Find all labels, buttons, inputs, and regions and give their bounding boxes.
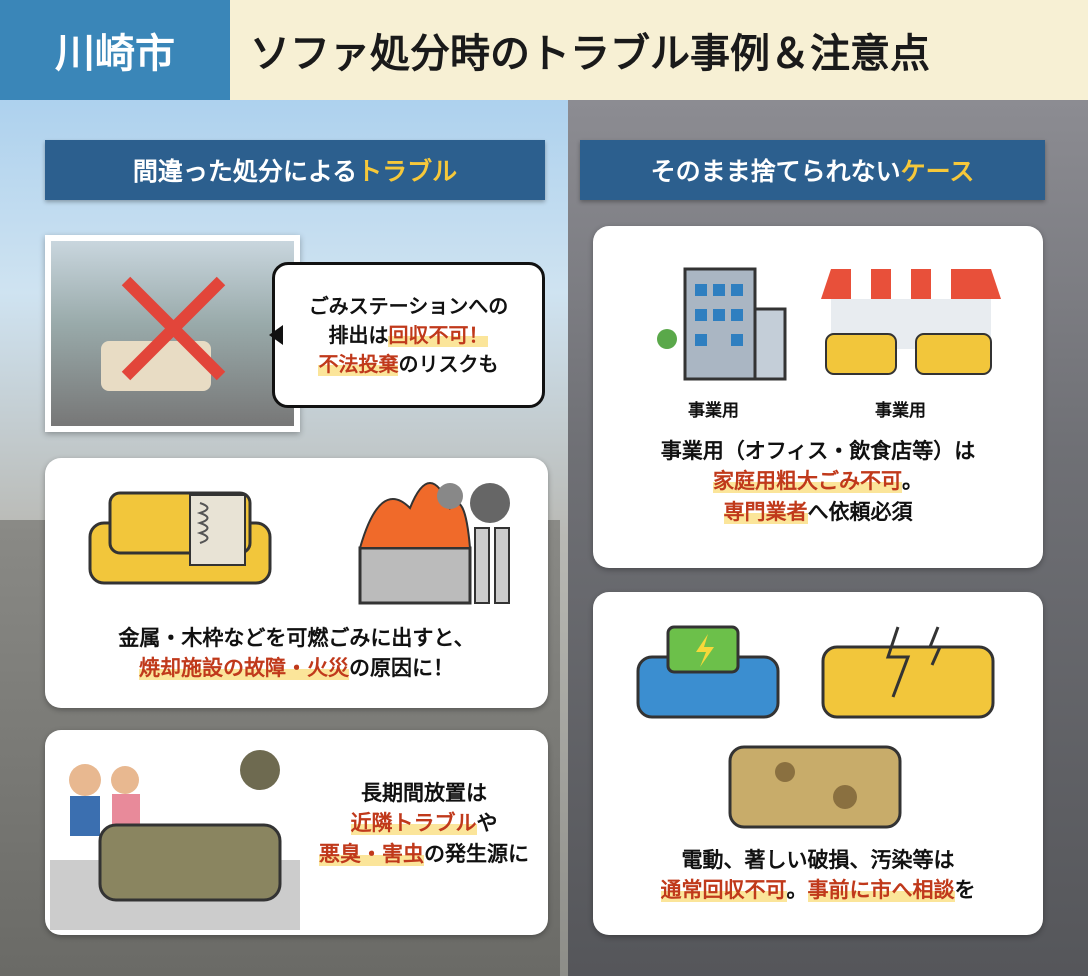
text-line: 近隣トラブルや xyxy=(300,808,548,838)
electric-sofa-icon xyxy=(636,625,780,719)
text-segment: 電動、著しい破損、汚染等は xyxy=(681,848,955,872)
text-line: 金属・木枠などを可燃ごみに出すと、 xyxy=(45,623,548,653)
text-segment: 。 xyxy=(902,469,923,494)
card-text: 金属・木枠などを可燃ごみに出すと、焼却施設の故障・火災の原因に！ xyxy=(45,623,548,684)
highlight-text: 不法投棄 xyxy=(318,351,399,376)
right-section-banner: そのまま捨てられないケース xyxy=(580,140,1045,200)
left-section-banner: 間違った処分によるトラブル xyxy=(45,140,545,200)
cross-mark-icon xyxy=(121,276,226,381)
highlight-text: 通常回収不可 xyxy=(660,878,787,903)
text-segment: や xyxy=(476,811,498,836)
text-line: 通常回収不可。事前に市へ相談を xyxy=(593,875,1043,905)
banner-text: そのまま捨てられない xyxy=(650,157,901,186)
card-text: 電動、著しい破損、汚染等は通常回収不可。事前に市へ相談を xyxy=(593,845,1043,906)
text-line: 長期間放置は xyxy=(300,778,548,808)
text-segment: の原因に！ xyxy=(349,656,454,681)
card-business-use: 事業用 事業用 事業用（オフィス・飲食店等）は家庭用粗大ごみ不可。専門業者へ依頼… xyxy=(593,226,1043,568)
text-line: 事業用（オフィス・飲食店等）は xyxy=(593,436,1043,466)
restaurant-icon xyxy=(821,269,1001,375)
page-title: ソファ処分時のトラブル事例＆注意点 xyxy=(230,0,1088,100)
text-line: 排出は回収不可！ xyxy=(309,321,509,350)
text-segment: の発生源に xyxy=(424,841,529,866)
banner-accent: トラブル xyxy=(357,157,458,186)
neglected-sofa-illustration xyxy=(50,750,300,930)
icon-label: 事業用 xyxy=(875,401,926,421)
office-building-icon xyxy=(657,267,787,381)
card-incineration: 金属・木枠などを可燃ごみに出すと、焼却施設の故障・火災の原因に！ xyxy=(45,458,548,708)
sofa-springs-icon xyxy=(88,491,272,585)
text-line: 専門業者へ依頼必須 xyxy=(593,497,1043,527)
text-segment: のリスクも xyxy=(398,351,499,376)
text-segment: 長期間放置は xyxy=(361,781,487,805)
text-segment: 排出は xyxy=(328,322,389,347)
damaged-sofa-icon xyxy=(821,626,995,719)
text-line: 焼却施設の故障・火災の原因に！ xyxy=(45,653,548,683)
text-segment: を xyxy=(954,878,976,903)
text-segment: 金属・木枠などを可燃ごみに出すと、 xyxy=(118,626,475,650)
text-line: 電動、著しい破損、汚染等は xyxy=(593,845,1043,875)
text-segment: 事業用（オフィス・飲食店等）は xyxy=(660,439,976,463)
highlight-text: 悪臭・害虫 xyxy=(319,841,424,866)
highlight-text: 焼却施設の故障・火災 xyxy=(139,656,349,681)
city-label: 川崎市 xyxy=(0,0,230,100)
highlight-text: 家庭用粗大ごみ不可 xyxy=(713,469,902,494)
speech-bubble: ごみステーションへの排出は回収不可！不法投棄のリスクも xyxy=(269,262,545,408)
highlight-text: 事前に市へ相談 xyxy=(807,878,955,903)
banner-text: 間違った処分による xyxy=(132,157,358,186)
icon-label: 事業用 xyxy=(688,401,739,421)
text-line: 悪臭・害虫の発生源に xyxy=(300,839,548,869)
factory-fire-icon xyxy=(358,482,510,605)
banner-accent: ケース xyxy=(900,157,975,186)
highlight-text: 回収不可！ xyxy=(388,322,489,347)
highlight-text: 専門業者 xyxy=(723,499,808,524)
text-segment: 。 xyxy=(786,878,808,903)
text-line: 家庭用粗大ごみ不可。 xyxy=(593,466,1043,496)
text-segment: へ依頼必須 xyxy=(807,499,913,524)
card-text: 長期間放置は近隣トラブルや悪臭・害虫の発生源に xyxy=(300,778,548,869)
card-special-sofas: 電動、著しい破損、汚染等は通常回収不可。事前に市へ相談を xyxy=(593,592,1043,935)
garbage-station-photo xyxy=(45,235,300,432)
highlight-text: 近隣トラブル xyxy=(350,811,477,836)
header: 川崎市 ソファ処分時のトラブル事例＆注意点 xyxy=(0,0,1088,100)
text-line: 不法投棄のリスクも xyxy=(309,350,509,379)
card-text: 事業用（オフィス・飲食店等）は家庭用粗大ごみ不可。専門業者へ依頼必須 xyxy=(593,436,1043,527)
text-segment: ごみステーションへの xyxy=(308,293,509,318)
text-line: ごみステーションへの xyxy=(309,292,509,321)
card-neglect: 長期間放置は近隣トラブルや悪臭・害虫の発生源に xyxy=(45,730,548,935)
stained-sofa-icon xyxy=(728,745,902,829)
